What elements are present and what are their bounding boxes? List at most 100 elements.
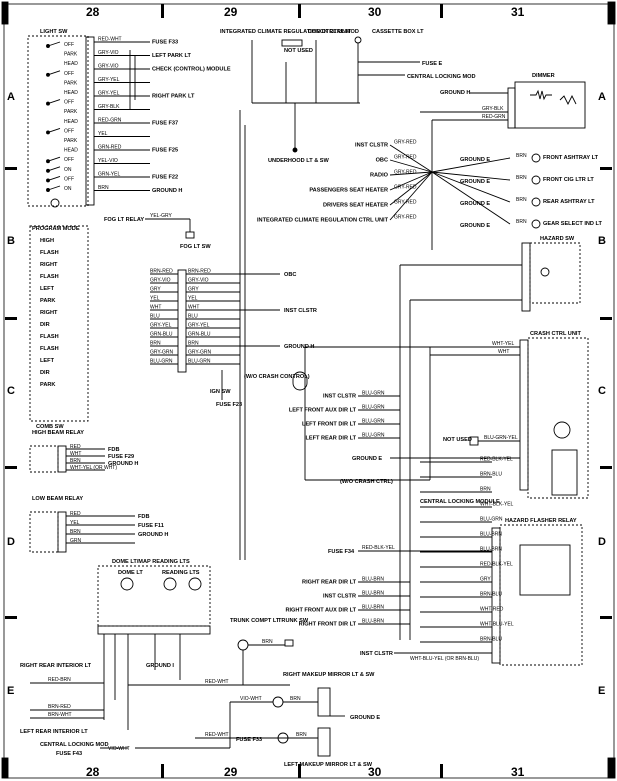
destination-label: GROUND H <box>284 344 314 350</box>
switch-blade <box>47 70 61 76</box>
destination-label: DRIVERS SEAT HEATER <box>323 203 388 209</box>
destination-label: GROUND H <box>152 188 182 194</box>
central-locking-label: CENTRAL LOCKING MODULE <box>420 499 500 505</box>
destination-label: RADIO <box>370 173 389 179</box>
program-position-label: FLASH <box>40 334 59 340</box>
switch-blade <box>47 127 61 133</box>
lamp <box>531 219 541 229</box>
rr-int-label: RIGHT REAR INTERIOR LT <box>20 663 92 669</box>
light-switch-connector <box>85 36 95 206</box>
wire-label: BRN-RED <box>150 269 173 275</box>
wire-label: BLU-GRN <box>188 359 211 365</box>
crash-ctrl-box <box>527 337 589 499</box>
high-beam-relay-box <box>29 445 59 473</box>
wire-label: BLU-BRN <box>362 591 384 597</box>
program-position-label: FLASH <box>40 250 59 256</box>
wire-label: YEL <box>70 520 80 526</box>
wire-label: BLU-BRN <box>362 577 384 583</box>
wire-label: WHT-BLU-YEL <box>480 622 514 628</box>
switch-blade <box>47 185 61 191</box>
row-label: A <box>598 91 606 103</box>
destination-label: FUSE F29 <box>108 454 134 460</box>
program-position-label: PARK <box>40 298 55 304</box>
fuse-f33-bottom-label: FUSE F33 <box>236 737 262 743</box>
wo-crash-label: (W/O CRASH CONTROL) <box>244 374 310 380</box>
wire-label: WHT <box>70 451 81 457</box>
switch-position-label: PARK <box>64 109 78 115</box>
wire-label: GRY-RED <box>394 185 417 191</box>
wire-label: BRN <box>70 529 81 535</box>
dimmer-potentiometer <box>559 94 577 106</box>
wire-label: WHT-BLU-YEL (OR BRN-BLU) <box>410 656 479 662</box>
destination-label: FUSE F37 <box>152 121 178 127</box>
row-label: D <box>7 536 15 548</box>
wire-label: WHT-YEL (OR WHT) <box>70 465 117 471</box>
wire-label: YEL <box>150 296 160 302</box>
wire-label: BRN-WHT <box>48 712 72 718</box>
wire-label: BRN-BLU <box>480 592 502 598</box>
switch-position-label: OFF <box>64 128 74 134</box>
wire-label: BRN-RED <box>188 269 211 275</box>
wire-label: BLU-BRN <box>480 532 502 538</box>
switch-position-label: OFF <box>64 157 74 163</box>
program-position-label: DIR <box>40 370 50 376</box>
destination-label: GEAR SELECT IND LT <box>543 221 603 227</box>
wire-label: BLU-GRN-YEL <box>484 435 518 441</box>
high-beam-title: HIGH BEAM RELAY <box>32 430 84 436</box>
inst-clstr-label: INST CLSTR <box>360 651 393 657</box>
lamp <box>531 175 541 185</box>
destination-label: OBC <box>284 272 296 278</box>
destination-label: INTEGRATED CLIMATE REGULATION CTRL UNIT <box>257 218 389 224</box>
program-position-label: RIGHT <box>40 262 58 268</box>
destination-label: LEFT REAR DIR LT <box>305 436 356 442</box>
crash-ctrl-module <box>551 449 578 496</box>
wire-label: GRY-VIO <box>98 64 119 70</box>
light-switch-labels: OFFPARKHEADOFFPARKHEADOFFPARKHEADOFFPARK… <box>64 42 78 192</box>
program-position-label: PARK <box>40 382 55 388</box>
dome-label: DOME LT <box>118 570 143 576</box>
dimmer-resistor <box>530 89 552 101</box>
wire-label: BRN <box>98 185 109 191</box>
column-label: 28 <box>86 765 100 779</box>
dome-title: DOME LT/MAP READING LTS <box>112 559 190 565</box>
wire-label: GRY-RED <box>394 215 417 221</box>
wire-label: BLU <box>188 314 198 320</box>
switch-position-label: PARK <box>64 138 78 144</box>
column-label: 30 <box>368 5 382 19</box>
wire-label: RED-BLK-YEL <box>362 545 395 551</box>
switch-position-label: OFF <box>64 71 74 77</box>
destination-label: RIGHT FRONT AUX DIR LT <box>285 608 356 614</box>
wire <box>389 171 433 176</box>
wire-label: VIO-WHT <box>240 696 262 702</box>
lamp <box>531 197 541 207</box>
destination-label: INST CLSTR <box>284 308 317 314</box>
wire-label: RED-BRN <box>48 677 71 683</box>
wire <box>431 157 511 173</box>
light-switch-box <box>27 35 89 207</box>
row-label: E <box>598 685 605 697</box>
low-beam-connector <box>57 511 67 553</box>
wire-label: BRN <box>516 219 527 225</box>
wire <box>389 159 433 173</box>
wire-label: RED-WHT <box>98 37 122 43</box>
switch-blade <box>47 99 61 105</box>
wire-label: BRN <box>516 153 527 159</box>
wire-label: YEL <box>98 131 108 137</box>
row-label: E <box>7 685 14 697</box>
wire-label: BRN <box>188 341 199 347</box>
left-makeup-label: LEFT MAKEUP MIRROR LT & SW <box>284 762 373 768</box>
not-used-connector <box>281 39 303 47</box>
wire-label: WHT <box>188 305 199 311</box>
wire-label: RED-GRN <box>482 114 506 120</box>
not-used-label: NOT USED <box>443 437 472 443</box>
cassette-label: CASSETTE BOX LT <box>372 29 424 35</box>
wire <box>431 171 511 181</box>
destination-label: FRONT ASHTRAY LT <box>543 155 599 161</box>
switch-blade <box>47 41 61 47</box>
program-position-label: RIGHT <box>40 310 58 316</box>
